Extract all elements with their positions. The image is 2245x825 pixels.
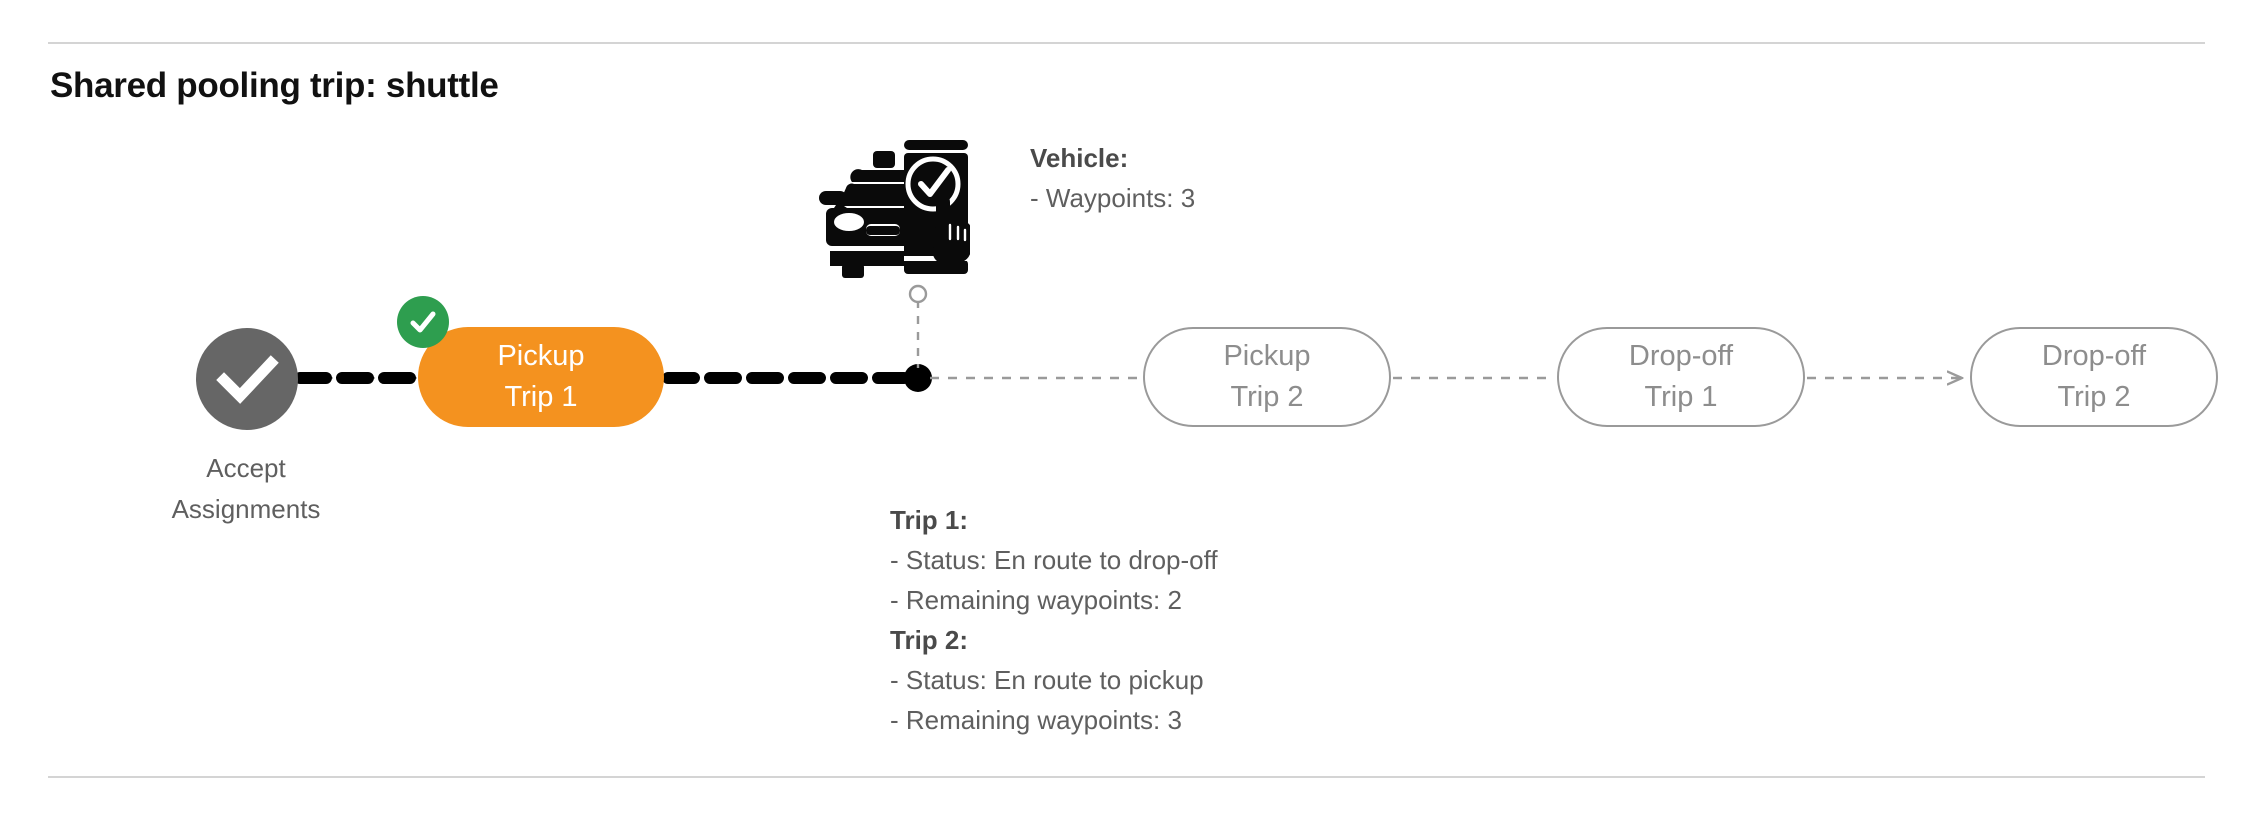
trip1-status: - Status: En route to drop-off xyxy=(890,545,1218,575)
vehicle-info-waypoints: - Waypoints: 3 xyxy=(1030,183,1196,213)
trip1-waypoints: - Remaining waypoints: 2 xyxy=(890,585,1182,615)
completed-check-badge xyxy=(397,296,449,348)
trip1-heading: Trip 1: xyxy=(890,505,969,535)
node-dropoff-trip-2[interactable]: Drop-off Trip 2 xyxy=(1970,327,2218,427)
trip-info-block: Trip 1: - Status: En route to drop-off -… xyxy=(890,500,1218,740)
trip2-status: - Status: En route to pickup xyxy=(890,665,1204,695)
check-circle-icon xyxy=(216,355,279,404)
node-pickup-trip-2[interactable]: Pickup Trip 2 xyxy=(1143,327,1391,427)
page-title: Shared pooling trip: shuttle xyxy=(50,66,499,105)
start-label-line2: Assignments xyxy=(171,494,321,524)
start-node-accept-assignments[interactable] xyxy=(196,328,298,430)
check-icon xyxy=(410,311,436,333)
node-pickup-trip-1-line1: Pickup xyxy=(497,340,585,372)
start-node-label: Accept Assignments xyxy=(96,448,396,530)
trip2-waypoints: - Remaining waypoints: 3 xyxy=(890,705,1182,735)
node-dropoff-trip-1-line2: Trip 1 xyxy=(1644,381,1718,413)
vehicle-info-heading: Vehicle: xyxy=(1030,143,1129,173)
bottom-divider xyxy=(48,776,2205,778)
start-label-line1: Accept xyxy=(206,453,286,483)
car-phone-check-icon xyxy=(818,118,970,278)
node-dropoff-trip-1[interactable]: Drop-off Trip 1 xyxy=(1557,327,1805,427)
node-dropoff-trip-1-line1: Drop-off xyxy=(1628,340,1734,372)
node-dropoff-trip-2-line1: Drop-off xyxy=(2041,340,2147,372)
node-pickup-trip-1[interactable]: Pickup Trip 1 xyxy=(418,327,664,427)
vehicle-leader-endpoint xyxy=(908,284,928,304)
trip2-heading: Trip 2: xyxy=(890,625,969,655)
top-divider xyxy=(48,42,2205,44)
node-pickup-trip-2-line1: Pickup xyxy=(1223,340,1311,372)
node-pickup-trip-1-line2: Trip 1 xyxy=(504,381,578,413)
vehicle-position-dot xyxy=(904,364,932,392)
node-pickup-trip-2-line2: Trip 2 xyxy=(1230,381,1304,413)
vehicle-info-block: Vehicle: - Waypoints: 3 xyxy=(1030,138,1195,218)
node-dropoff-trip-2-line2: Trip 2 xyxy=(2057,381,2131,413)
